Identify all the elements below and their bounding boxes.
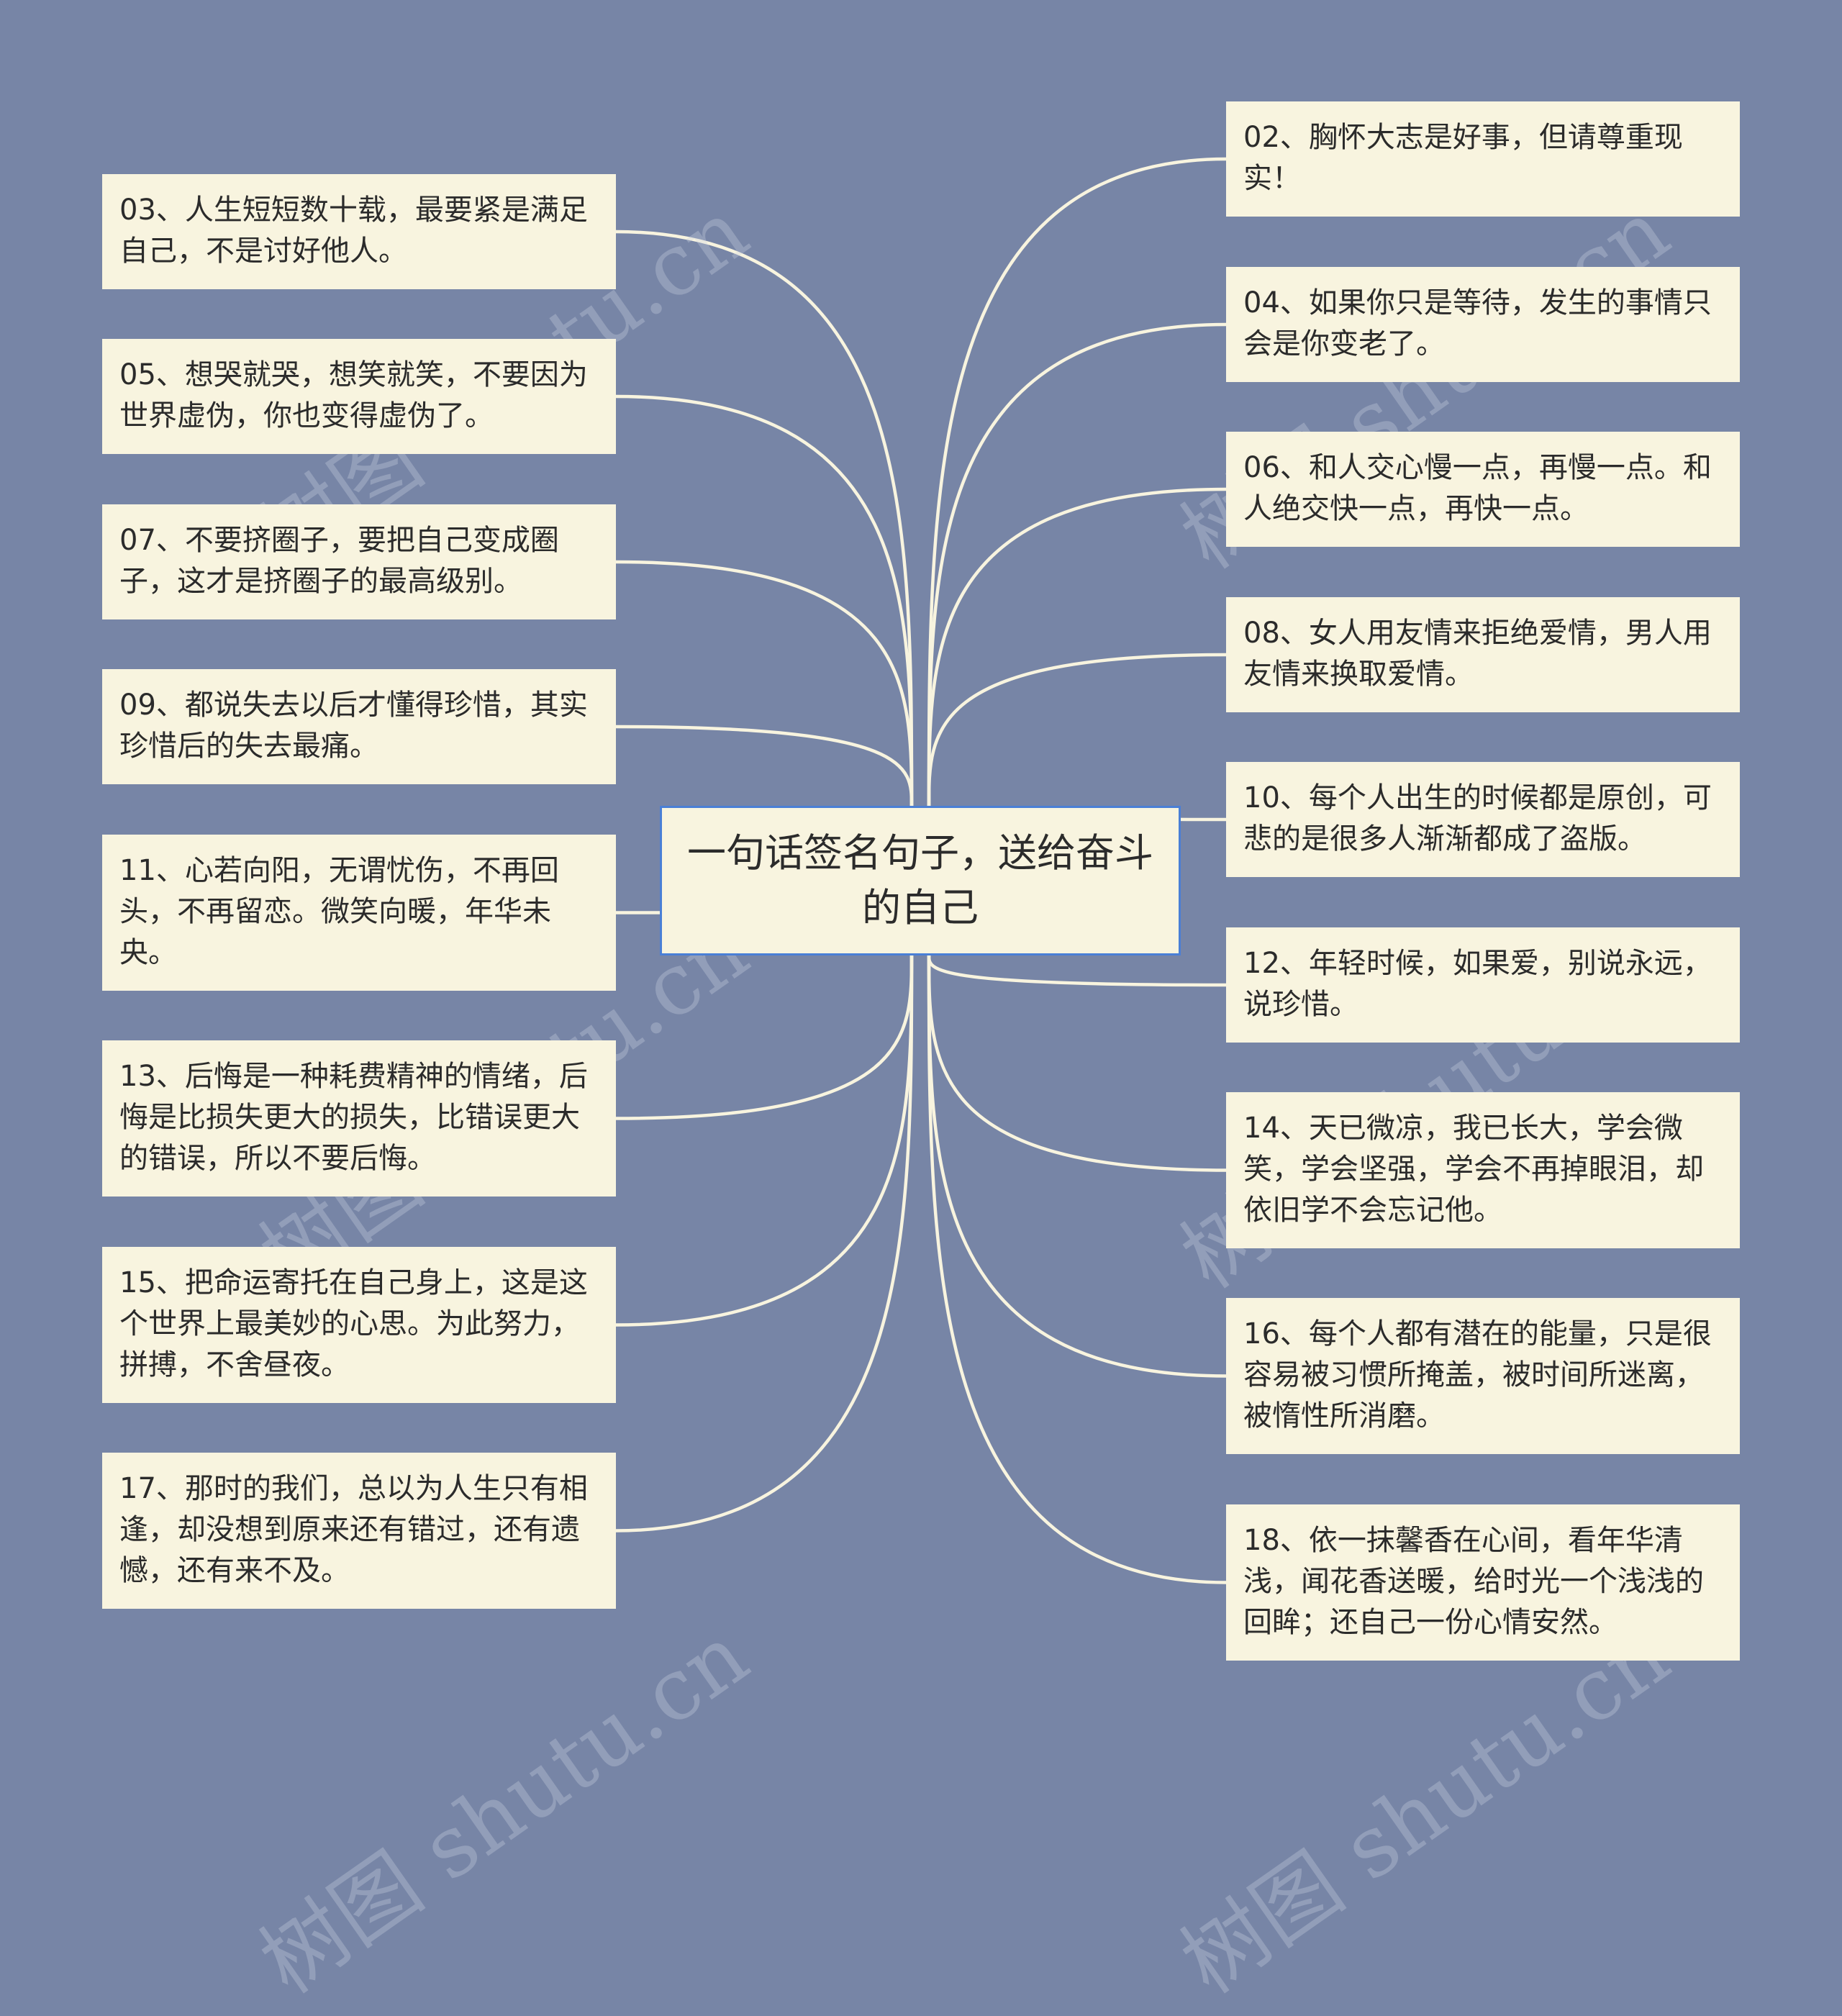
node-16-connector <box>927 955 1227 1378</box>
node-12-connector <box>927 955 1227 987</box>
node-03[interactable]: 03、人生短短数十载，最要紧是满足自己，不是讨好他人。 <box>102 174 616 289</box>
node-04-text: 04、如果你只是等待，发生的事情只会是你变老了。 <box>1243 286 1712 360</box>
node-12-text: 12、年轻时候，如果爱，别说永远，说珍惜。 <box>1243 947 1712 1021</box>
central-topic-label: 一句话签名句子，送给奋斗的自己 <box>687 830 1153 930</box>
node-11[interactable]: 11、心若向阳，无谓忧伤，不再回头，不再留恋。微笑向暖，年华未央。 <box>102 835 616 991</box>
node-06-connector <box>927 487 1227 807</box>
node-14-connector <box>927 955 1227 1172</box>
node-09-connector <box>615 725 914 807</box>
node-18[interactable]: 18、依一抹馨香在心间，看年华清浅，闻花香送暖，给时光一个浅浅的回眸；还自己一份… <box>1226 1504 1740 1661</box>
node-05-text: 05、想哭就哭，想笑就笑，不要因为世界虚伪，你也变得虚伪了。 <box>119 358 588 432</box>
node-09[interactable]: 09、都说失去以后才懂得珍惜，其实珍惜后的失去最痛。 <box>102 669 616 784</box>
node-08-connector <box>927 653 1227 807</box>
node-14[interactable]: 14、天已微凉，我已长大，学会微笑，学会坚强，学会不再掉眼泪，却依旧学不会忘记他… <box>1226 1092 1740 1248</box>
node-15-connector <box>615 955 914 1327</box>
node-15-text: 15、把命运寄托在自己身上，这是这个世界上最美妙的心思。为此努力，拼搏，不舍昼夜… <box>119 1266 588 1381</box>
node-03-connector <box>615 230 914 807</box>
node-17-connector <box>615 955 914 1533</box>
node-16-text: 16、每个人都有潜在的能量，只是很容易被习惯所掩盖，被时间所迷离，被惰性所消磨。 <box>1243 1317 1712 1432</box>
node-05-connector <box>615 394 914 807</box>
node-04-connector <box>927 322 1227 807</box>
node-04[interactable]: 04、如果你只是等待，发生的事情只会是你变老了。 <box>1226 267 1740 382</box>
node-02[interactable]: 02、胸怀大志是好事，但请尊重现实！ <box>1226 101 1740 217</box>
node-07-connector <box>615 560 914 807</box>
node-06-text: 06、和人交心慢一点，再慢一点。和人绝交快一点，再快一点。 <box>1243 451 1712 525</box>
node-15[interactable]: 15、把命运寄托在自己身上，这是这个世界上最美妙的心思。为此努力，拼搏，不舍昼夜… <box>102 1247 616 1403</box>
node-10[interactable]: 10、每个人出生的时候都是原创，可悲的是很多人渐渐都成了盗版。 <box>1226 762 1740 877</box>
node-17-text: 17、那时的我们，总以为人生只有相逢，却没想到原来还有错过，还有遗憾，还有来不及… <box>119 1472 588 1587</box>
node-03-text: 03、人生短短数十载，最要紧是满足自己，不是讨好他人。 <box>119 194 588 268</box>
node-11-text: 11、心若向阳，无谓忧伤，不再回头，不再留恋。微笑向暖，年华未央。 <box>119 854 559 969</box>
node-13-connector <box>615 955 914 1120</box>
node-17[interactable]: 17、那时的我们，总以为人生只有相逢，却没想到原来还有错过，还有遗憾，还有来不及… <box>102 1453 616 1609</box>
node-08[interactable]: 08、女人用友情来拒绝爱情，男人用友情来换取爱情。 <box>1226 597 1740 712</box>
node-05[interactable]: 05、想哭就哭，想笑就笑，不要因为世界虚伪，你也变得虚伪了。 <box>102 339 616 454</box>
node-02-connector <box>927 157 1227 807</box>
node-10-text: 10、每个人出生的时候都是原创，可悲的是很多人渐渐都成了盗版。 <box>1243 781 1712 855</box>
node-18-text: 18、依一抹馨香在心间，看年华清浅，闻花香送暖，给时光一个浅浅的回眸；还自己一份… <box>1243 1524 1704 1639</box>
node-07[interactable]: 07、不要挤圈子，要把自己变成圈子，这才是挤圈子的最高级别。 <box>102 504 616 619</box>
node-13[interactable]: 13、后悔是一种耗费精神的情绪，后悔是比损失更大的损失，比错误更大的错误，所以不… <box>102 1040 616 1197</box>
node-13-text: 13、后悔是一种耗费精神的情绪，后悔是比损失更大的损失，比错误更大的错误，所以不… <box>119 1060 588 1175</box>
node-14-text: 14、天已微凉，我已长大，学会微笑，学会坚强，学会不再掉眼泪，却依旧学不会忘记他… <box>1243 1112 1704 1227</box>
node-06[interactable]: 06、和人交心慢一点，再慢一点。和人绝交快一点，再快一点。 <box>1226 432 1740 547</box>
node-16[interactable]: 16、每个人都有潜在的能量，只是很容易被习惯所掩盖，被时间所迷离，被惰性所消磨。 <box>1226 1298 1740 1454</box>
node-07-text: 07、不要挤圈子，要把自己变成圈子，这才是挤圈子的最高级别。 <box>119 524 559 598</box>
central-topic[interactable]: 一句话签名句子，送给奋斗的自己 <box>660 806 1181 955</box>
node-09-text: 09、都说失去以后才懂得珍惜，其实珍惜后的失去最痛。 <box>119 689 588 763</box>
node-08-text: 08、女人用友情来拒绝爱情，男人用友情来换取爱情。 <box>1243 617 1712 691</box>
node-12[interactable]: 12、年轻时候，如果爱，别说永远，说珍惜。 <box>1226 927 1740 1043</box>
node-18-connector <box>927 955 1227 1584</box>
node-02-text: 02、胸怀大志是好事，但请尊重现实！ <box>1243 121 1683 195</box>
